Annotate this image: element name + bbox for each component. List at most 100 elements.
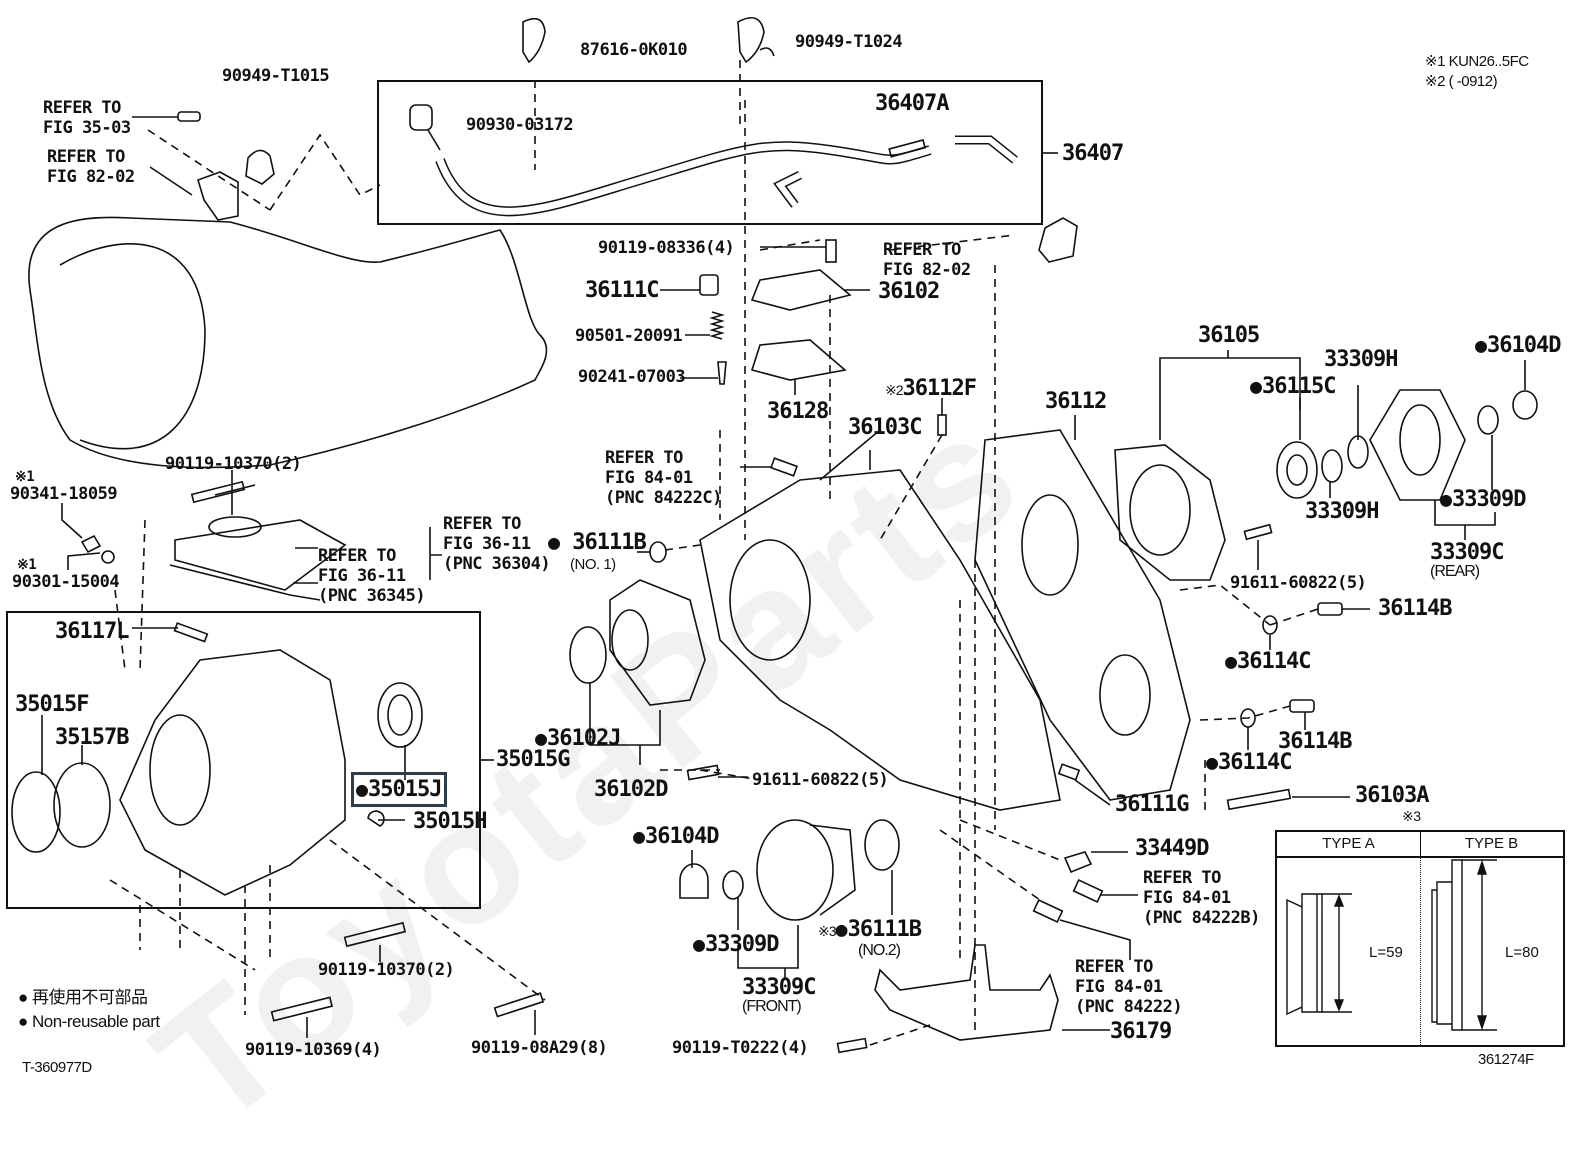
gasket-36128 [750,339,847,381]
part-label[interactable]: 36111G [1115,792,1189,817]
part-label-90301-15004[interactable]: ※1 90301-15004 [12,558,120,592]
bolt-90341-18059 [80,534,102,554]
bracket-82-02-right [1038,217,1078,263]
part-label-90341-18059[interactable]: ※1 90341-18059 [10,470,118,504]
oil-seal-36111B-no1 [649,541,667,563]
part-label-nonreusable[interactable]: 36104D [1475,333,1561,358]
part-label-36112F[interactable]: ※236112F [885,376,977,402]
legend-jp-text: 再使用不可部品 [32,988,148,1007]
part-label-nonreusable[interactable]: 33309D [693,932,779,957]
part-label[interactable]: 35157B [55,725,129,750]
clamp-90949-T1015 [245,149,275,185]
part-label-36111B-no2[interactable]: ※336111B (NO.2) [818,917,922,959]
part-label-35015J-highlighted[interactable]: 35015J [351,772,447,807]
type-a-seal [1286,893,1323,1016]
part-label[interactable]: 90501-20091 [575,326,683,346]
table-divider [1420,832,1421,1045]
reference-label-36304[interactable]: REFER TO FIG 36-11 (PNC 36304) [443,514,551,574]
part-label[interactable]: 35015G [496,747,570,772]
reference-line3: (PNC 36304) [443,554,551,574]
part-label[interactable]: 33449D [1135,836,1209,861]
part-label[interactable]: 36112 [1045,389,1107,414]
part-label[interactable]: 36103A [1355,783,1429,808]
part-label-nonreusable[interactable]: 36104D [633,824,719,849]
part-label[interactable]: 36102 [878,279,940,304]
washer-33309D-front [722,870,744,900]
clamp-90949-T1024 [737,16,775,64]
part-label[interactable]: 35015H [413,809,487,834]
part-label[interactable]: 35015F [15,692,89,717]
reference-label-84222B[interactable]: REFER TO FIG 84-01 (PNC 84222B) [1143,868,1260,928]
part-label[interactable]: 90119-10370(2) [318,960,455,980]
part-sub: (REAR) [1430,563,1480,580]
part-number: 90341-18059 [10,484,118,504]
reference-label-82-02-left[interactable]: REFER TO FIG 82-02 [47,147,135,187]
part-label[interactable]: 36114B [1378,596,1452,621]
note-marker: ※3 [818,923,837,939]
reference-label-35-03[interactable]: REFER TO FIG 35-03 [43,98,131,138]
part-label[interactable]: 90930-03172 [466,115,574,135]
part-sub: (NO.2) [858,942,901,959]
part-label-nonreusable[interactable]: 36115C [1250,374,1336,399]
reference-label-84222[interactable]: REFER TO FIG 84-01 (PNC 84222) [1075,957,1183,1017]
reference-line2: FIG 82-02 [47,167,135,187]
part-label[interactable]: 90119-08336(4) [598,238,735,258]
part-label[interactable]: 90949-T1015 [222,66,330,86]
bolt-90119-08336 [825,239,837,263]
reference-line1: REFER TO [318,546,396,566]
reference-line1: REFER TO [43,98,121,118]
part-label[interactable]: 91611-60822(5) [1230,573,1367,593]
part-number: 36111B [572,530,646,555]
part-label-33309C-front[interactable]: 33309C (FRONT) [742,976,816,1015]
part-label[interactable]: 36103C [848,415,922,440]
reference-line2: FIG 82-02 [883,260,971,280]
part-number: 36112F [902,376,977,401]
bolt-10370-top [190,480,246,504]
part-label-nonreusable[interactable]: 36114C [1225,649,1311,674]
part-label[interactable]: 90241-07003 [578,367,686,387]
plug-36114B-b [1289,699,1315,713]
part-label[interactable]: 90119-08A29(8) [471,1038,608,1058]
reference-line2: FIG 84-01 [605,468,693,488]
oil-seal-36111B-no2 [864,819,900,871]
part-label-nonreusable[interactable]: 36114C [1206,750,1292,775]
reference-label-36345[interactable]: REFER TO FIG 36-11 (PNC 36345) [318,546,426,606]
part-label[interactable]: 90119-10370(2) [165,454,302,474]
part-label[interactable]: 33309H [1324,347,1398,372]
breather-84222 [1032,899,1064,923]
part-label[interactable]: 91611-60822(5) [752,770,889,790]
part-label-nonreusable[interactable]: 36102J [535,726,621,751]
part-label[interactable]: 36102D [594,777,668,802]
oil-seal-36102J [569,626,607,684]
part-label[interactable]: 90119-10369(4) [245,1040,382,1060]
part-label[interactable]: 87616-0K010 [580,40,688,60]
part-label[interactable]: 36128 [767,399,829,424]
part-label[interactable]: 36407A [875,91,949,116]
clamp-87616 [522,17,546,64]
reference-line3: (PNC 84222) [1075,997,1183,1017]
rear-cover-36105 [1114,444,1226,581]
seal-profiles [1286,859,1497,1031]
part-label[interactable]: 90949-T1024 [795,32,903,52]
reference-line2: FIG 36-11 [318,566,406,586]
part-label[interactable]: 36407 [1062,141,1124,166]
part-label[interactable]: 36111C [585,278,659,303]
reference-label-82-02-right[interactable]: REFER TO FIG 82-02 [883,240,971,280]
type-table-note: ※3 [1402,808,1421,824]
plug-36114B-a [1317,602,1343,616]
bolt-36103A [1226,788,1292,811]
part-label-33309C-rear[interactable]: 33309C (REAR) [1430,541,1504,580]
nut-36104D-front [679,863,709,899]
front-cover-36102D [609,579,706,706]
part-label-nonreusable[interactable]: 33309D [1440,487,1526,512]
part-label[interactable]: 36117L [55,619,129,644]
part-label[interactable]: 90119-T0222(4) [672,1038,809,1058]
part-label-36111B-no1[interactable]: 36111B [548,530,646,555]
reference-label-84222C[interactable]: REFER TO FIG 84-01 (PNC 84222C) [605,448,722,508]
support-36179 [874,944,1059,1041]
part-label[interactable]: 36105 [1198,323,1260,348]
reference-line2: FIG 35-03 [43,118,131,138]
reference-line3: (PNC 84222B) [1143,908,1260,928]
part-label[interactable]: 36179 [1110,1019,1172,1044]
part-label[interactable]: 33309H [1305,499,1379,524]
